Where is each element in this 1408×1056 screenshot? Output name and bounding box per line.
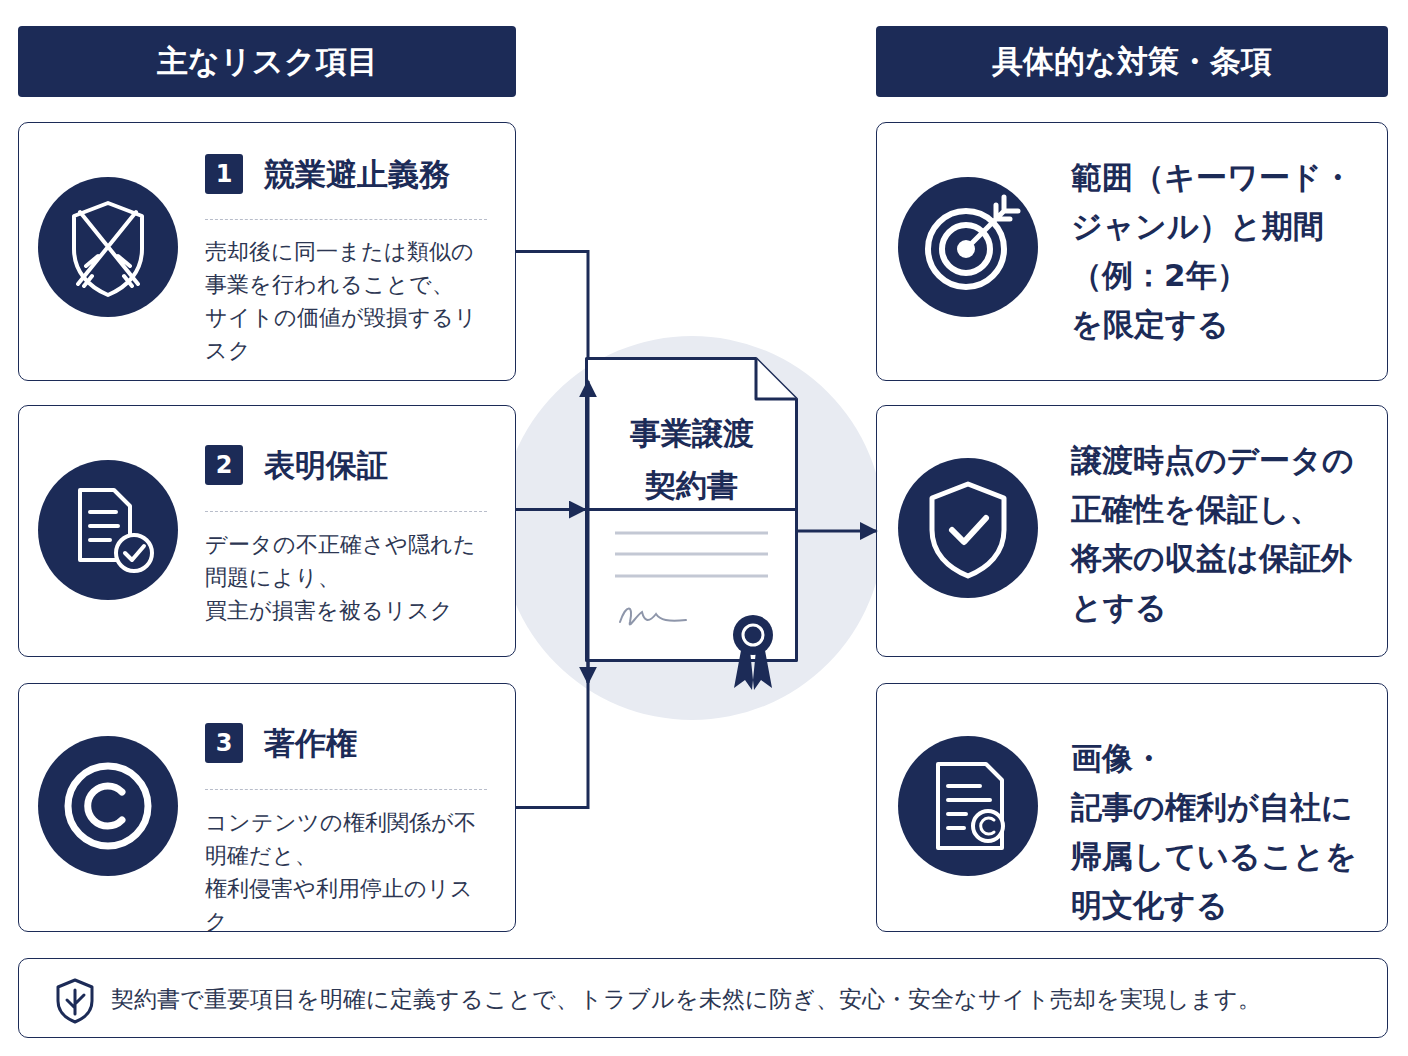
summary-banner: 契約書で重要項目を明確に定義することで、トラブルを未然に防ぎ、安心・安全なサイト…: [18, 958, 1388, 1038]
header-band: 具体的な対策・条項: [876, 26, 1388, 97]
body-text: 売却後に同一または類似の事業を行われることで、サイトの価値が毀損するリスク: [205, 235, 495, 367]
node-text: 主なリスク項目: [18, 26, 516, 97]
risk-box: 表明保証データの不正確さや隠れた問題により、買主が損害を被るリスク 2: [18, 405, 516, 657]
copyright-c: [981, 818, 994, 834]
dashed-separator: [205, 219, 487, 220]
measure-box: 範囲（キーワード・ジャンル）と期間（例：2年）を限定する: [876, 122, 1388, 381]
header-band: 主なリスク項目: [18, 26, 516, 97]
connector: [798, 530, 876, 533]
icon-circle: [898, 177, 1038, 317]
document-lines: [948, 786, 990, 828]
number-badge: 2: [205, 445, 243, 485]
node-text: 表明保証: [264, 444, 504, 486]
connector: [516, 252, 588, 358]
document-outline: [587, 359, 797, 661]
icon-circle: [38, 460, 178, 600]
swords-icon: [78, 212, 138, 286]
node-text: 画像・記事の権利が自社に帰属していることを明文化する: [1071, 734, 1377, 930]
signature: [620, 609, 686, 625]
document-icon: [938, 764, 1002, 848]
body-text: コンテンツの権利関係が不明確だと、権利侵害や利用停止のリスク: [205, 806, 495, 938]
measure-box: 譲渡時点のデータの正確性を保証し、将来の収益は保証外とする: [876, 405, 1388, 657]
dashed-separator: [205, 789, 487, 790]
node-text: 3: [205, 723, 243, 763]
text-lines: [615, 533, 768, 576]
node-text: 1: [205, 154, 243, 194]
number-badge: 3: [205, 723, 243, 763]
contract-document: 事業譲渡 契約書: [585, 357, 798, 662]
node-text: 競業避止義務: [264, 153, 504, 195]
node-text: 範囲（キーワード・ジャンル）と期間（例：2年）を限定する: [1071, 153, 1377, 349]
connector: [588, 510, 798, 684]
shield-icon: [932, 484, 1004, 576]
copyright-ring: [973, 811, 1003, 841]
connector: [516, 508, 585, 511]
dashed-separator: [205, 511, 487, 512]
icon-circle: [898, 458, 1038, 598]
node-text: 譲渡時点のデータの正確性を保証し、将来の収益は保証外とする: [1071, 436, 1377, 632]
ribbon-tails: [734, 645, 772, 690]
node-text: 具体的な対策・条項: [876, 26, 1388, 97]
node-text: 事業譲渡 契約書: [585, 407, 798, 511]
document-shape: [585, 357, 798, 662]
banner-shield: [58, 980, 92, 1022]
check-mark: [125, 546, 144, 560]
document-lines: [90, 512, 118, 540]
copyright-c: [88, 786, 122, 826]
node-text: 著作権: [264, 722, 504, 764]
icon-circle: [38, 177, 178, 317]
document-icon: [80, 490, 130, 560]
connector: [588, 381, 798, 510]
check-mark: [952, 518, 986, 542]
number-badge: 1: [205, 154, 243, 194]
node-text: 契約書で重要項目を明確に定義することで、トラブルを未然に防ぎ、安心・安全なサイト…: [111, 959, 1381, 1039]
risk-box: 著作権コンテンツの権利関係が不明確だと、権利侵害や利用停止のリスク3: [18, 683, 516, 932]
connector: [516, 662, 588, 808]
target-ring: [928, 211, 1004, 287]
copyright-ring: [68, 766, 148, 846]
seal-ring: [743, 625, 763, 645]
body-text: データの不正確さや隠れた問題により、買主が損害を被るリスク: [205, 528, 495, 627]
arrow-icon: [966, 197, 1018, 249]
icon-circle: [898, 736, 1038, 876]
seal: [733, 615, 773, 655]
node-text: 2: [205, 445, 243, 485]
icon-circle: [38, 736, 178, 876]
document-fold: [756, 359, 797, 400]
target-center: [957, 240, 975, 258]
shield-icon: [74, 203, 142, 295]
target-ring: [942, 225, 990, 273]
center-halo: [500, 336, 884, 720]
banner-shield-mark: [67, 990, 84, 1014]
measure-box: 画像・記事の権利が自社に帰属していることを明文化する: [876, 683, 1388, 932]
check-badge: [116, 535, 152, 571]
risk-box: 競業避止義務売却後に同一または類似の事業を行われることで、サイトの価値が毀損する…: [18, 122, 516, 381]
